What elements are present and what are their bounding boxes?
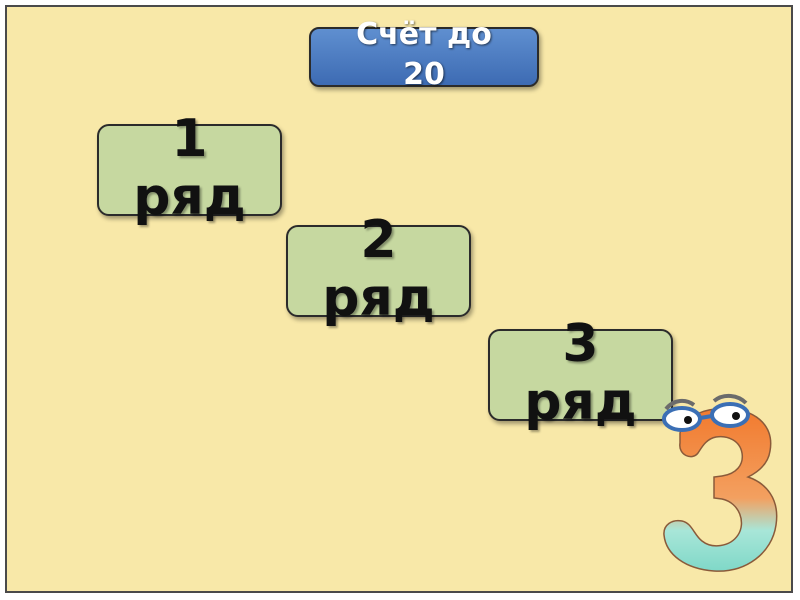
row-1-word: ряд — [133, 167, 246, 227]
number-three-character-icon — [662, 394, 778, 572]
row-3-button[interactable]: 3 ряд — [488, 315, 673, 431]
row-1-label: 1 ряд — [99, 110, 280, 226]
row-3-label: 3 ряд — [490, 315, 671, 431]
title-text: Счёт до 20 — [311, 15, 537, 95]
title-button[interactable]: Счёт до 20 — [309, 17, 539, 92]
row-3-word: ряд — [524, 372, 637, 432]
title-line-2: 20 — [403, 57, 445, 92]
pupil-right — [732, 412, 740, 420]
glasses-bridge — [699, 414, 713, 420]
row-2-button[interactable]: 2 ряд — [286, 211, 471, 327]
eyebrow-left — [664, 398, 696, 411]
row-2-number: 2 — [360, 210, 397, 270]
eyebrow-right — [712, 394, 748, 405]
glasses-lens-right — [710, 402, 750, 428]
slide: Счёт до 20 1 ряд 2 ряд 3 ряд — [5, 5, 793, 593]
row-1-number: 1 — [171, 109, 208, 169]
title-line-1: Счёт до — [356, 17, 492, 52]
pupil-left — [684, 416, 692, 424]
glasses-lens-left — [662, 406, 702, 432]
row-3-number: 3 — [562, 314, 599, 374]
three-body — [663, 407, 778, 572]
row-2-label: 2 ряд — [288, 211, 469, 327]
row-2-word: ряд — [322, 268, 435, 328]
row-1-button[interactable]: 1 ряд — [97, 110, 282, 226]
